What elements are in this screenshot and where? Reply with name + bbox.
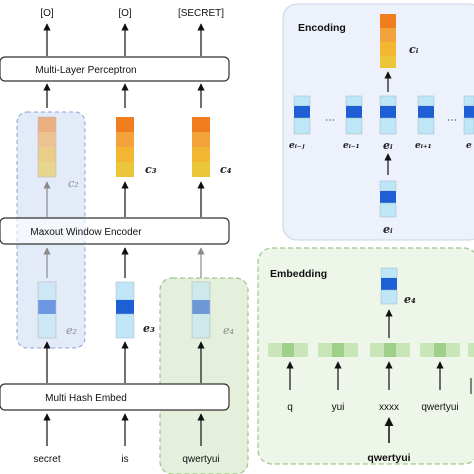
hash-vector-3 — [370, 343, 410, 357]
hash-embed-label: Multi Hash Embed — [45, 393, 127, 404]
vector-ei-plus-1 — [417, 95, 435, 135]
encoding-panel — [282, 3, 474, 241]
token-1: secret — [33, 454, 60, 465]
label-ei-bottom: eᵢ — [383, 223, 393, 236]
token-2: is — [121, 454, 128, 465]
vector-c4 — [192, 117, 210, 177]
token-3: qwertyui — [182, 454, 219, 465]
subtoken-2: yui — [332, 402, 345, 413]
label-embedding-e4: e₄ — [404, 293, 416, 306]
vector-ei-minus-1 — [345, 95, 363, 135]
label-e4: e₄ — [223, 324, 234, 337]
mlp-box — [0, 56, 230, 82]
maxout-box — [0, 217, 230, 245]
vector-c2 — [37, 116, 57, 178]
dots-left: ⋯ — [325, 115, 335, 126]
highlight-column-4 — [159, 277, 249, 474]
subtoken-4: qwertyui — [421, 402, 458, 413]
embedding-word: qwertyui — [367, 452, 410, 464]
encoding-title: Encoding — [298, 22, 346, 34]
vector-ei-bottom — [379, 180, 397, 218]
subtoken-1: q — [287, 402, 293, 413]
output-label-3: [SECRET] — [178, 8, 224, 19]
vector-e4 — [191, 281, 211, 339]
output-label-2: [O] — [118, 8, 132, 19]
label-ei-plus-1: eᵢ₊₁ — [415, 141, 432, 151]
hash-vector-4 — [420, 343, 460, 357]
dots-right: ⋯ — [447, 115, 457, 126]
embedding-title: Embedding — [270, 268, 327, 280]
output-label-1: [O] — [40, 8, 54, 19]
label-c4: c₄ — [220, 163, 232, 176]
subtoken-3: xxxx — [379, 402, 399, 413]
label-e2: e₂ — [66, 324, 77, 337]
hash-vector-1 — [268, 343, 308, 357]
hash-embed-box — [0, 383, 230, 411]
label-ei-plus-j: e — [466, 141, 472, 151]
vector-c3 — [116, 117, 134, 177]
vector-embedding-e4 — [380, 267, 398, 305]
vector-ei-plus-j — [463, 95, 474, 135]
embedding-panel — [257, 247, 474, 465]
vector-e3 — [115, 281, 135, 339]
label-c2: c₂ — [68, 177, 79, 190]
vector-e2 — [37, 281, 57, 339]
vector-ei-center — [379, 95, 397, 135]
hash-vector-2 — [318, 343, 358, 357]
label-ci: cᵢ — [409, 43, 419, 56]
vector-ci — [380, 14, 396, 68]
label-ei-minus-1: eᵢ₋₁ — [343, 141, 360, 151]
label-ei-minus-j: eᵢ₋ⱼ — [289, 141, 305, 151]
label-e3: e₃ — [143, 322, 155, 335]
hash-vector-5 — [468, 343, 474, 357]
label-ei-center: eᵢ — [383, 139, 393, 152]
mlp-label: Multi-Layer Perceptron — [35, 65, 136, 76]
maxout-label: Maxout Window Encoder — [30, 227, 142, 238]
label-c3: c₃ — [145, 163, 157, 176]
vector-ei-minus-j — [293, 95, 311, 135]
